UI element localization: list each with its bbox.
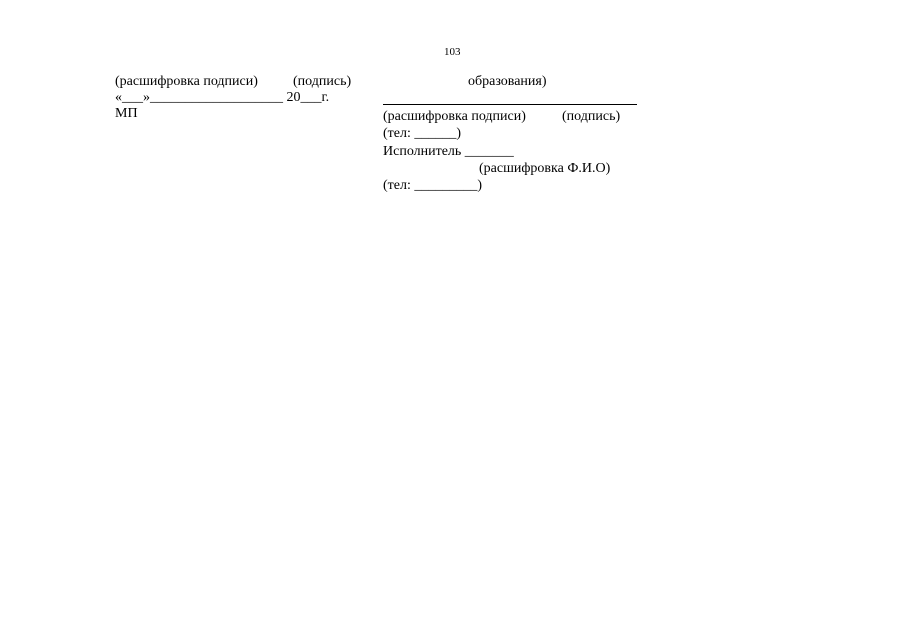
- date-day-blank: ___: [122, 90, 143, 105]
- date-year-suffix: г.: [321, 90, 330, 105]
- date-close-quote: »: [143, 90, 150, 105]
- right-signature-decode-label: (расшифровка подписи): [383, 109, 526, 124]
- executor-line: Исполнитель _______: [383, 144, 514, 159]
- executor-phone-line: (тел: _________): [383, 178, 483, 193]
- right-phone-line: (тел: ______): [383, 126, 462, 141]
- date-month-blank: ___________________: [150, 90, 283, 105]
- date-year-blank: ___: [300, 90, 322, 105]
- right-signature-label: (подпись): [562, 109, 621, 124]
- right-organization-label: образования): [468, 74, 547, 89]
- left-signature-label: (подпись): [293, 74, 352, 89]
- right-signature-rule: [383, 104, 637, 105]
- page-number: 103: [444, 46, 461, 58]
- left-date-line: «___»___________________ 20___г.: [115, 90, 329, 106]
- left-signature-decode-label: (расшифровка подписи): [115, 74, 258, 89]
- stamp-label: МП: [115, 106, 138, 121]
- executor-decode-label: (расшифровка Ф.И.О): [479, 161, 611, 176]
- date-year-prefix: 20: [286, 90, 301, 105]
- date-open-quote: «: [115, 90, 122, 105]
